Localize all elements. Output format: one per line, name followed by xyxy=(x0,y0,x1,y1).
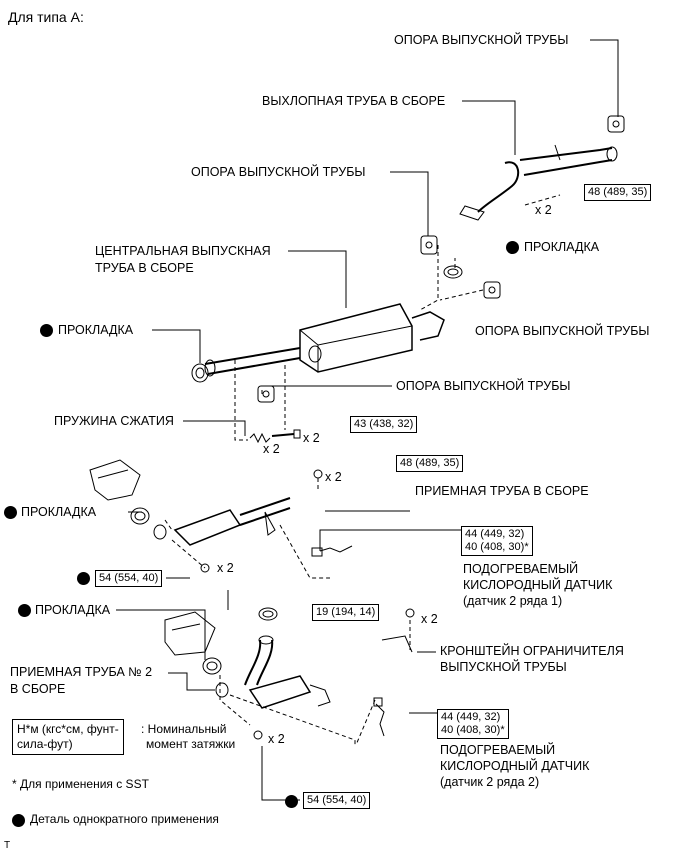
torque-box-54-a: 54 (554, 40) xyxy=(95,570,163,587)
one-time-use-marker xyxy=(77,572,90,585)
label-front-pipe-assembly: ПРИЕМНАЯ ТРУБА В СБОРЕ xyxy=(415,484,589,498)
torque-box-54-b: 54 (554, 40) xyxy=(303,792,371,809)
label-gasket-left-1: ПРОКЛАДКА xyxy=(58,323,134,337)
label-center-pipe-line2: ТРУБА В СБОРЕ xyxy=(95,261,194,275)
legend-torque-box: Н*м (кгс*см, фунт- сила-фут) xyxy=(12,719,124,755)
label-front-pipe-2-line1: ПРИЕМНАЯ ТРУБА № 2 xyxy=(10,665,153,679)
legend-desc-line1: : Номинальный xyxy=(141,722,227,736)
legend-sst-note: * Для применения с SST xyxy=(12,777,149,791)
torque-box-19: 19 (194, 14) xyxy=(312,604,380,621)
label-exhaust-support-1: ОПОРА ВЫПУСКНОЙ ТРУБЫ xyxy=(394,33,569,47)
footer-mark: T xyxy=(4,840,11,851)
quantity-x2: x 2 xyxy=(421,612,438,626)
quantity-x2: x 2 xyxy=(535,203,552,217)
quantity-x2: x 2 xyxy=(268,732,285,746)
torque-44-a-line1: 44 (449, 32) xyxy=(465,528,525,540)
one-time-use-marker xyxy=(285,795,298,808)
label-center-pipe-line1: ЦЕНТРАЛЬНАЯ ВЫПУСКНАЯ xyxy=(95,244,271,258)
torque-box-48-b: 48 (489, 35) xyxy=(396,455,464,472)
label-oxygen-sensor-2-line1: ПОДОГРЕВАЕМЫЙ xyxy=(440,743,556,757)
torque-box-44-a: 44 (449, 32) 40 (408, 30)* xyxy=(461,526,533,556)
label-exhaust-support-2: ОПОРА ВЫПУСКНОЙ ТРУБЫ xyxy=(191,165,366,179)
legend-desc-line2: момент затяжки xyxy=(146,737,236,751)
quantity-x2: x 2 xyxy=(217,561,234,575)
label-exhaust-support-3: ОПОРА ВЫПУСКНОЙ ТРУБЫ xyxy=(475,324,650,338)
label-oxygen-sensor-2-line2: КИСЛОРОДНЫЙ ДАТЧИК xyxy=(440,759,590,773)
quantity-x2: x 2 xyxy=(303,431,320,445)
label-gasket-left-2: ПРОКЛАДКА xyxy=(21,505,97,519)
one-time-use-marker xyxy=(18,604,31,617)
legend-box-line2: сила-фут) xyxy=(17,737,73,751)
torque-box-43: 43 (438, 32) xyxy=(350,416,418,433)
label-oxygen-sensor-1-line3: (датчик 2 ряда 1) xyxy=(463,594,563,608)
label-bracket-line2: ВЫПУСКНОЙ ТРУБЫ xyxy=(440,660,567,674)
diagram-header: Для типа А: xyxy=(8,9,84,25)
one-time-use-marker xyxy=(40,324,53,337)
label-oxygen-sensor-2-line3: (датчик 2 ряда 2) xyxy=(440,775,540,789)
legend-box-line1: Н*м (кгс*см, фунт- xyxy=(17,722,119,736)
label-oxygen-sensor-1-line1: ПОДОГРЕВАЕМЫЙ xyxy=(463,562,579,576)
torque-44-b-line2: 40 (408, 30)* xyxy=(441,724,505,736)
label-compression-spring: ПРУЖИНА СЖАТИЯ xyxy=(54,414,174,428)
quantity-x2: x 2 xyxy=(325,470,342,484)
label-front-pipe-2-line2: В СБОРЕ xyxy=(10,682,66,696)
quantity-x2: x 2 xyxy=(263,442,280,456)
torque-box-44-b: 44 (449, 32) 40 (408, 30)* xyxy=(437,709,509,739)
label-tail-pipe-assembly: ВЫХЛОПНАЯ ТРУБА В СБОРЕ xyxy=(262,94,446,108)
label-gasket-left-3: ПРОКЛАДКА xyxy=(35,603,111,617)
label-gasket-top: ПРОКЛАДКА xyxy=(524,240,600,254)
torque-box-48-a: 48 (489, 35) xyxy=(584,184,652,201)
one-time-use-marker xyxy=(506,241,519,254)
label-oxygen-sensor-1-line2: КИСЛОРОДНЫЙ ДАТЧИК xyxy=(463,578,613,592)
torque-44-b-line1: 44 (449, 32) xyxy=(441,711,501,723)
one-time-use-marker xyxy=(4,506,17,519)
legend-one-time-use: Деталь однократного применения xyxy=(30,812,219,826)
label-bracket-line1: КРОНШТЕЙН ОГРАНИЧИТЕЛЯ xyxy=(440,644,624,658)
label-exhaust-support-4: ОПОРА ВЫПУСКНОЙ ТРУБЫ xyxy=(396,379,571,393)
legend-one-time-marker xyxy=(12,814,25,827)
torque-44-a-line2: 40 (408, 30)* xyxy=(465,541,529,553)
